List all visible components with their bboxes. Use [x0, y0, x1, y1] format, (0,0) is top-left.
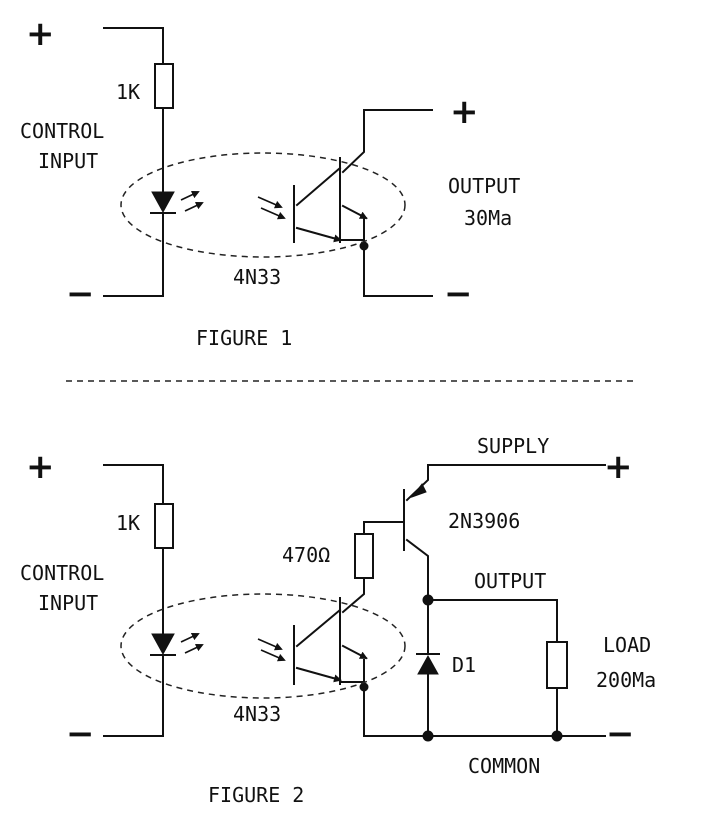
fig1-phototransistor: [257, 109, 433, 297]
fig1-resistor-1k: [154, 63, 174, 109]
fig2-diode-d1: [416, 599, 440, 737]
fig2-output-label: OUTPUT: [474, 569, 546, 593]
fig2-part-label: 4N33: [233, 702, 281, 726]
fig2-plus-out: +: [604, 447, 633, 487]
fig1-minus-out: −: [444, 274, 473, 314]
fig2-phototransistor: [257, 577, 369, 737]
figure-2: + − + − 1K CONTROL INPUT 4N33 470Ω SUPPL…: [20, 434, 656, 807]
fig2-optocoupler-outline: [120, 593, 406, 699]
fig2-resistor-470: [354, 533, 374, 579]
fig1-plus-in: +: [26, 14, 55, 54]
fig2-resistor-label: 1K: [116, 511, 140, 535]
fig2-supply-label: SUPPLY: [477, 434, 549, 458]
fig2-output-wire: [427, 599, 558, 643]
fig2-resistor2-label: 470Ω: [282, 543, 330, 567]
fig2-common-label: COMMON: [468, 754, 540, 778]
fig2-common-junction-2: [551, 730, 563, 742]
fig2-plus-in: +: [26, 447, 55, 487]
fig2-resistor-1k: [154, 503, 174, 549]
fig1-led: [150, 190, 204, 214]
fig2-minus-in: −: [66, 714, 95, 754]
fig1-plus-out: +: [450, 92, 479, 132]
fig2-input-positive-wire: [103, 464, 164, 505]
fig2-transistor-label: 2N3906: [448, 509, 520, 533]
fig2-load-label-2: 200Ma: [596, 668, 656, 692]
fig1-optocoupler-outline: [120, 152, 406, 258]
fig2-caption: FIGURE 2: [208, 783, 304, 807]
fig2-input-negative-wire: [103, 654, 164, 737]
fig2-control-label-1: CONTROL: [20, 561, 104, 585]
fig1-input-negative-wire: [103, 212, 164, 297]
fig1-output-label-1: OUTPUT: [448, 174, 520, 198]
fig2-control-label-2: INPUT: [38, 591, 98, 615]
fig1-input-positive-wire: [103, 27, 164, 65]
fig1-part-label: 4N33: [233, 265, 281, 289]
fig2-common-junction-1: [422, 730, 434, 742]
fig1-output-label-2: 30Ma: [464, 206, 512, 230]
fig1-control-label-1: CONTROL: [20, 119, 104, 143]
fig1-caption: FIGURE 1: [196, 326, 292, 350]
fig2-base-wire: [363, 521, 405, 535]
fig1-resistor-label: 1K: [116, 80, 140, 104]
fig1-control-label-2: INPUT: [38, 149, 98, 173]
fig2-pnp-transistor: [403, 464, 606, 601]
fig2-led: [150, 632, 204, 656]
figure-1: + − + − 1K CONTROL INPUT OUTPUT 30Ma 4N3…: [20, 14, 520, 350]
fig2-load-resistor: [546, 641, 568, 689]
fig2-load-label-1: LOAD: [603, 633, 651, 657]
fig2-minus-out: −: [606, 714, 635, 754]
fig2-diode-label: D1: [452, 653, 476, 677]
fig1-minus-in: −: [66, 274, 95, 314]
